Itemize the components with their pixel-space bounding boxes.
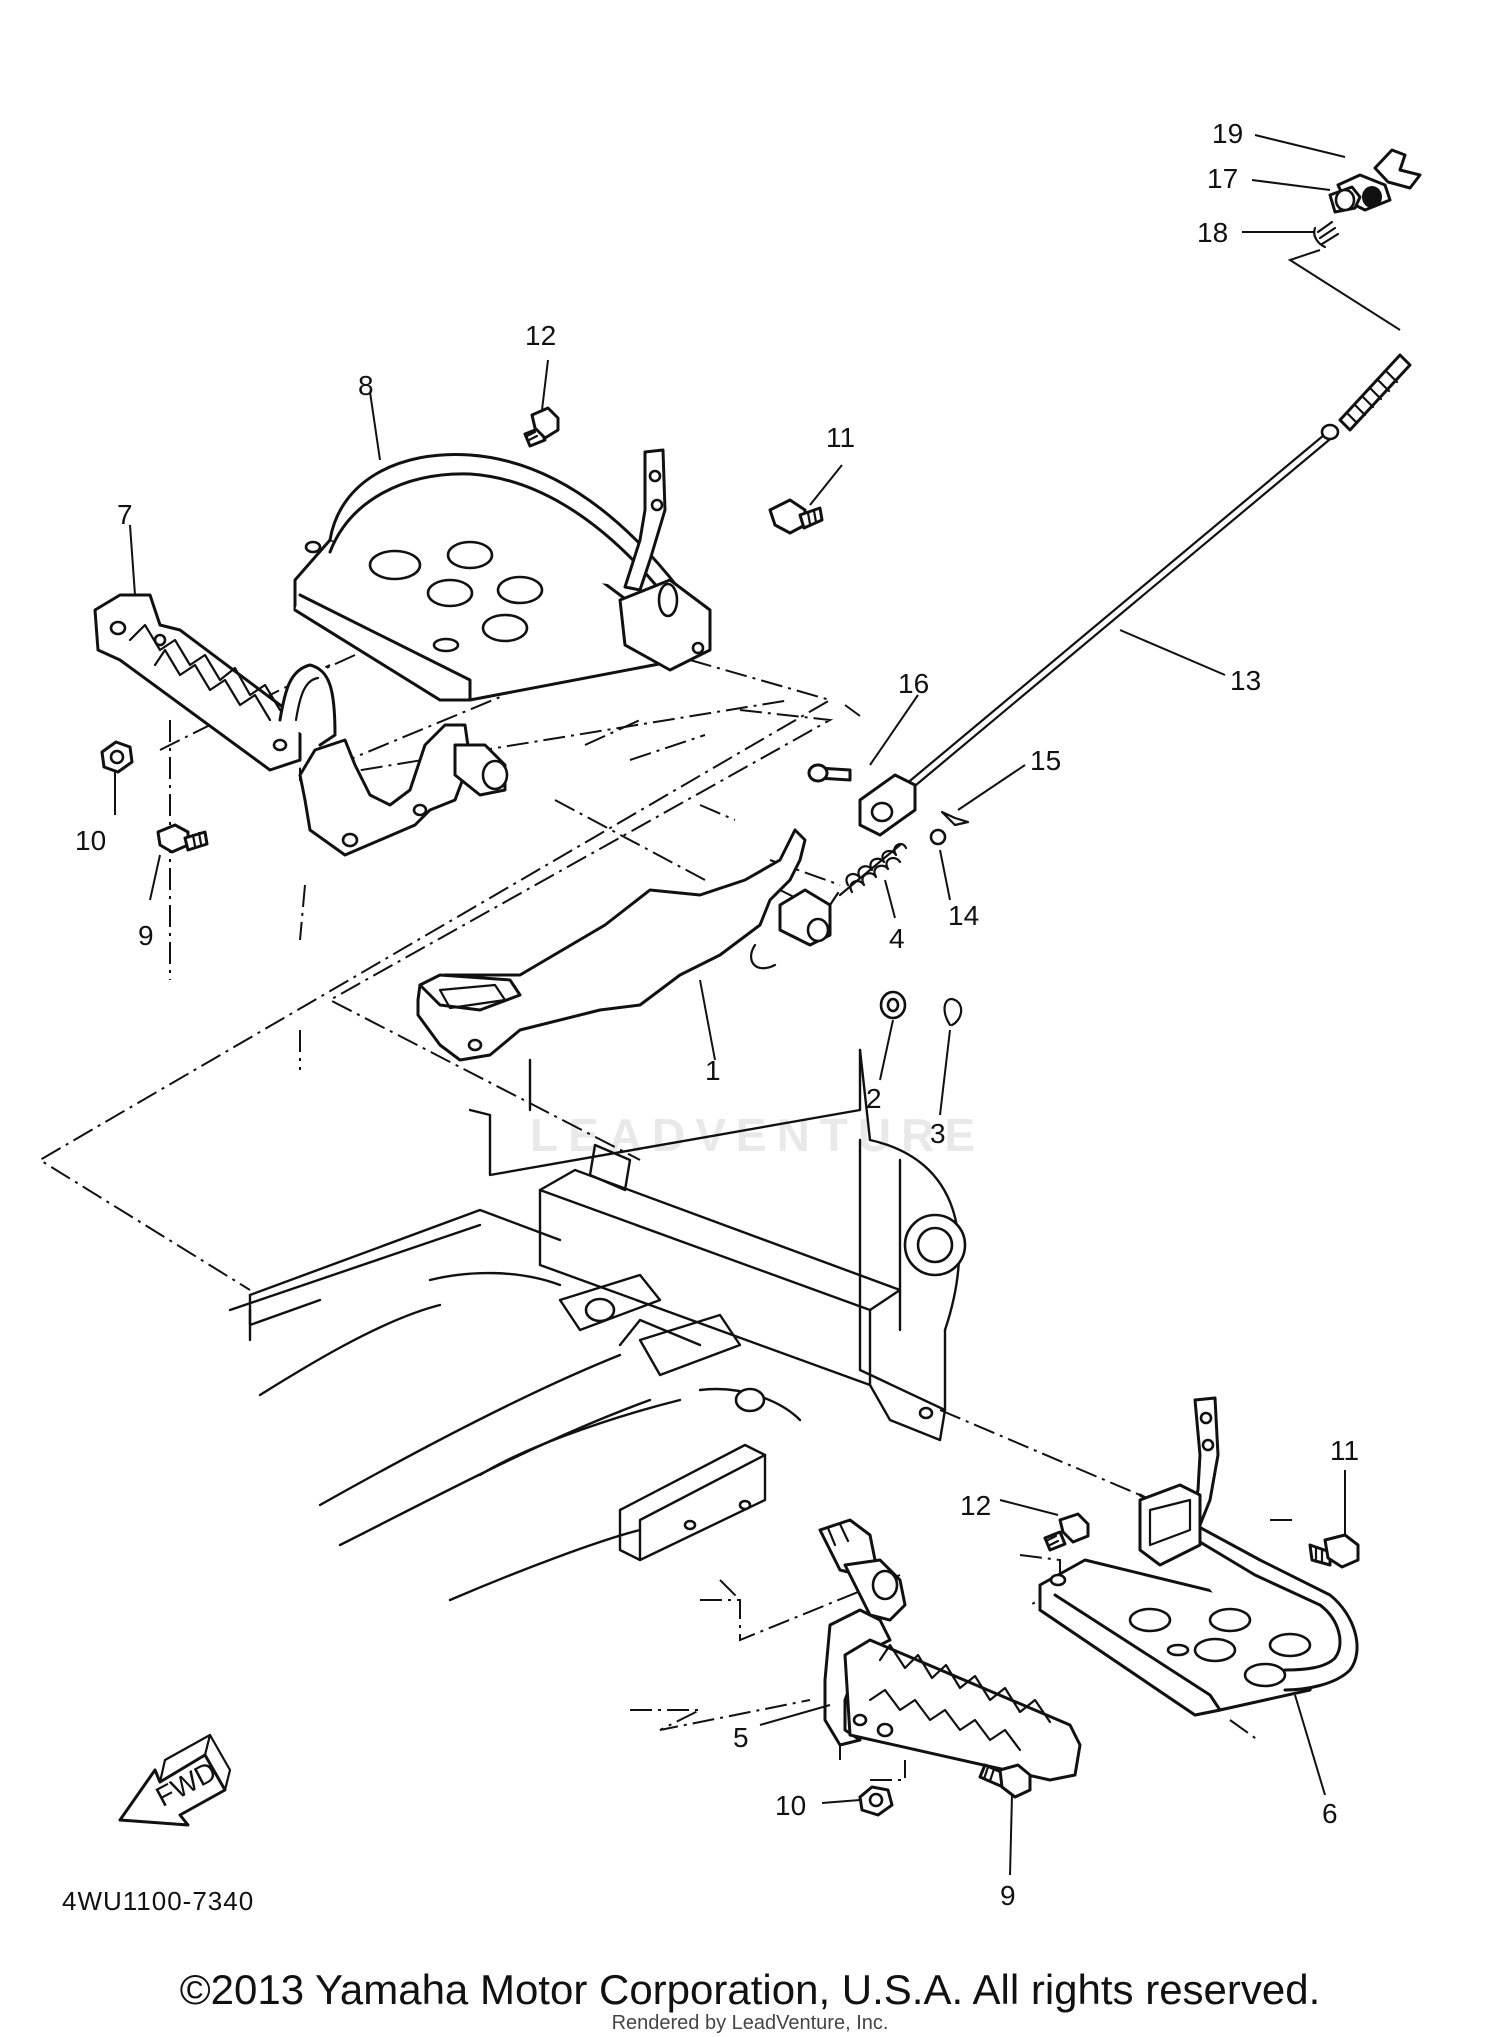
callout-9-upper: 9 bbox=[138, 920, 154, 951]
left-footrest bbox=[93, 593, 337, 772]
diagram-code: 4WU1100-7340 bbox=[62, 1886, 255, 1916]
watermark: LEADVENTURE bbox=[530, 1109, 986, 1161]
callout-12-upper: 12 bbox=[525, 320, 556, 351]
washer-2-inner bbox=[886, 997, 900, 1013]
callout-12-lower: 12 bbox=[960, 1490, 991, 1521]
washer-14 bbox=[929, 828, 947, 846]
callout-15: 15 bbox=[1030, 745, 1061, 776]
callout-17: 17 bbox=[1207, 163, 1238, 194]
left-footrest-bracket bbox=[298, 723, 509, 857]
bolt-10-lower bbox=[1308, 1533, 1360, 1569]
bolt-12-lower bbox=[1043, 1512, 1090, 1552]
callout-18: 18 bbox=[1197, 217, 1228, 248]
callout-9-lower: 9 bbox=[1000, 1880, 1016, 1911]
rendered-by: Rendered by LeadVenture, Inc. bbox=[611, 2012, 889, 2034]
fwd-arrow-icon: FWD bbox=[118, 1733, 232, 1827]
brake-pedal bbox=[416, 828, 832, 1062]
callout-4: 4 bbox=[889, 923, 905, 954]
callout-11-upper: 10 bbox=[75, 825, 106, 856]
left-footrest-plate bbox=[293, 448, 712, 702]
clevis bbox=[807, 763, 917, 837]
vehicle-frame bbox=[228, 1048, 967, 1602]
callout-16: 16 bbox=[898, 668, 929, 699]
adjuster-parts bbox=[1313, 148, 1422, 249]
nut-11-lower bbox=[858, 1785, 894, 1817]
cotter-pin bbox=[940, 810, 970, 827]
return-spring bbox=[828, 842, 908, 907]
callout-1: 1 bbox=[705, 1055, 721, 1086]
bolt-10-upper bbox=[768, 498, 824, 535]
leader-lines bbox=[114, 134, 1401, 1876]
callout-10-lower: 11 bbox=[1330, 1435, 1359, 1466]
callout-19: 19 bbox=[1212, 118, 1243, 149]
copyright-notice: ©2013 Yamaha Motor Corporation, U.S.A. A… bbox=[179, 1966, 1321, 2013]
right-footrest-plate bbox=[1038, 1396, 1359, 1717]
circlip bbox=[943, 997, 963, 1027]
callout-5: 5 bbox=[733, 1722, 749, 1753]
right-footrest bbox=[818, 1518, 1082, 1782]
callout-14: 14 bbox=[948, 900, 979, 931]
callouts: 19 17 18 12 8 11 7 13 16 15 10 14 4 9 1 … bbox=[75, 118, 1359, 1911]
callout-6: 6 bbox=[1322, 1798, 1338, 1829]
callout-7: 7 bbox=[117, 499, 133, 530]
callout-11-lower: 10 bbox=[775, 1790, 806, 1821]
callout-13: 13 bbox=[1230, 665, 1261, 696]
callout-8: 8 bbox=[358, 370, 374, 401]
callout-2: 2 bbox=[866, 1083, 882, 1114]
bolt-9-upper bbox=[156, 823, 209, 854]
bolt-9-lower bbox=[978, 1763, 1032, 1799]
callout-10-upper: 11 bbox=[826, 422, 855, 453]
brake-rod bbox=[903, 353, 1412, 792]
nut-11-upper bbox=[100, 740, 134, 774]
bolt-12-upper bbox=[523, 406, 560, 448]
callout-3: 3 bbox=[930, 1118, 946, 1149]
